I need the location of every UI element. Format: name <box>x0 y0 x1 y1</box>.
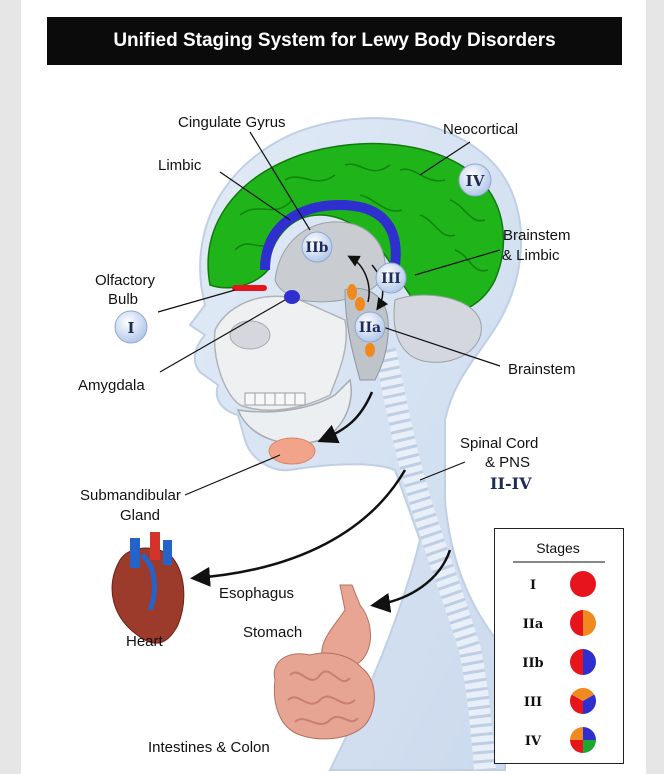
legend-swatch-slice <box>583 610 596 636</box>
legend-swatch-slice <box>570 610 583 636</box>
label-limbic: Limbic <box>158 157 202 174</box>
badge-IIb-label: IIb <box>306 240 329 256</box>
label-brainstem-limbic-line1: Brainstem <box>503 227 571 244</box>
legend-swatch-slice <box>583 649 596 675</box>
label-submandibular-line2: Gland <box>120 507 160 524</box>
label-brainstem-limbic-line2: & Limbic <box>502 247 560 264</box>
legend-row-I: I <box>530 571 596 597</box>
label-esophagus: Esophagus <box>219 585 294 602</box>
eye-socket <box>230 321 270 349</box>
legend-swatch-slice <box>570 727 583 740</box>
olfactory-bulb <box>232 285 267 291</box>
legend-stage-label: IIb <box>522 656 543 671</box>
badge-III: III <box>376 263 406 293</box>
badge-IIa-label: IIa <box>359 320 381 336</box>
legend-swatch-slice <box>583 740 596 753</box>
legend-row-IIb: IIb <box>522 649 596 675</box>
label-cingulate-gyrus: Cingulate Gyrus <box>178 114 286 131</box>
legend-swatch-slice <box>570 571 596 597</box>
legend-stage-label: IIa <box>523 617 544 632</box>
label-olfactory-line2: Bulb <box>108 291 138 308</box>
badge-IIa: IIa <box>355 312 385 342</box>
badge-I: I <box>115 311 147 343</box>
label-olfactory-line1: Olfactory <box>95 272 156 289</box>
legend-row-IV: IV <box>525 727 596 753</box>
gi-tract-illustration <box>274 585 374 739</box>
label-submandibular-line1: Submandibular <box>80 487 181 504</box>
amygdala-region <box>284 290 300 304</box>
legend-swatch-slice <box>570 649 583 675</box>
legend-title: Stages <box>536 540 580 556</box>
label-neocortical: Neocortical <box>443 121 518 138</box>
label-brainstem: Brainstem <box>508 361 576 378</box>
badge-IV-label: IV <box>466 172 485 190</box>
submandibular-gland <box>269 438 315 464</box>
label-spinal-line1: Spinal Cord <box>460 435 538 452</box>
badge-IIb: IIb <box>302 232 332 262</box>
label-spinal-line2: & PNS <box>485 454 530 471</box>
label-heart: Heart <box>126 633 164 650</box>
legend-row-III: III <box>524 688 596 714</box>
legend-stage-label: I <box>530 578 536 593</box>
label-spinal-stage: II-IV <box>490 474 532 493</box>
label-amygdala: Amygdala <box>78 377 145 394</box>
legend-swatch-slice <box>583 727 596 740</box>
legend-swatch-slice <box>570 740 583 753</box>
badge-I-label: I <box>127 319 134 337</box>
label-stomach: Stomach <box>243 624 302 641</box>
legend-row-IIa: IIa <box>523 610 596 636</box>
teeth <box>245 393 305 405</box>
heart-illustration <box>112 532 184 643</box>
badge-IV: IV <box>459 164 491 196</box>
badge-III-label: III <box>381 271 401 287</box>
label-intestines: Intestines & Colon <box>148 739 270 756</box>
legend-stage-label: IV <box>525 734 542 749</box>
legend-stage-label: III <box>524 695 542 710</box>
